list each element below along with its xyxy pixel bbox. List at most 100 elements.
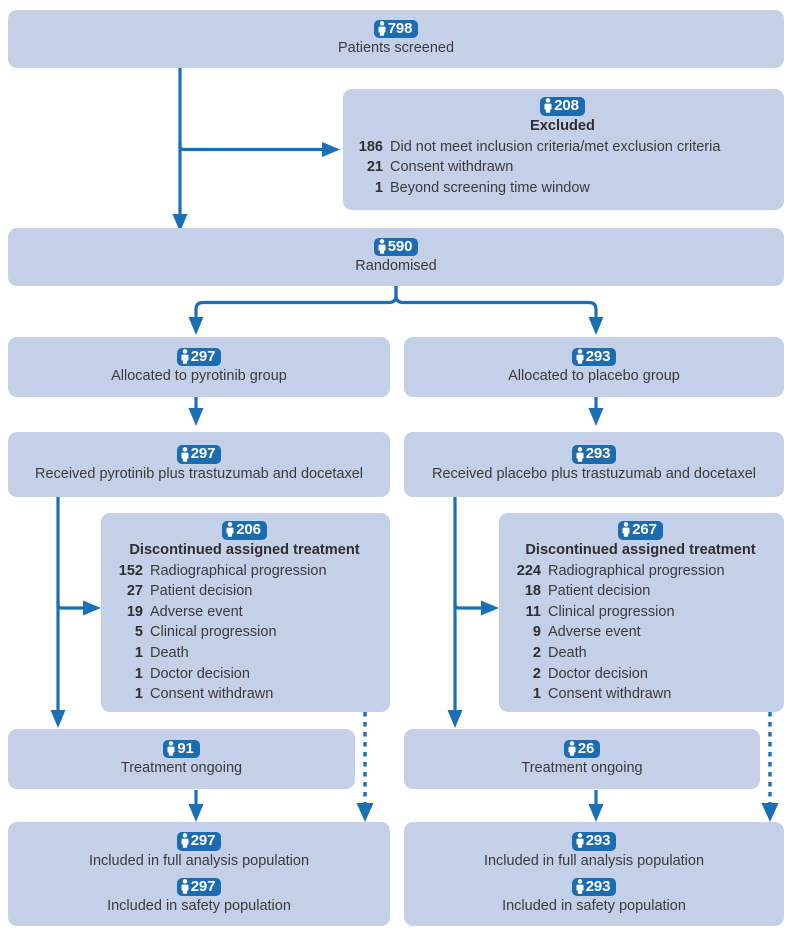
ongoing-pyrotinib-label: Treatment ongoing <box>120 760 243 777</box>
fas-placebo-count: 293 <box>585 831 611 849</box>
badge-wrap: 798 <box>8 19 784 39</box>
reason-count: 2 <box>532 665 541 682</box>
patients-screened-count: 798 <box>387 19 413 37</box>
received-placebo-label: Received placebo plus trastuzumab and do… <box>431 465 757 482</box>
patients-screened-label: Patients screened <box>337 40 455 57</box>
badge-wrap: 297 <box>8 831 390 851</box>
reason-count: 1 <box>134 665 143 682</box>
badge-wrap: 293 <box>404 347 784 367</box>
patients-screened-badge: 798 <box>373 19 419 39</box>
node-excluded: 208 Excluded 186 Did not meet inclusion … <box>343 89 784 210</box>
node-discontinued-placebo: 267 Discontinued assigned treatment 224 … <box>499 513 784 712</box>
fas-pyrotinib-label: Included in full analysis population <box>88 852 310 869</box>
discontinued-pyrotinib-title: Discontinued assigned treatment <box>129 541 360 558</box>
reason-count: 18 <box>524 583 541 600</box>
reason-count: 5 <box>134 624 143 641</box>
discontinued-placebo-count: 267 <box>632 521 657 538</box>
reason-text: Adverse event <box>150 603 243 620</box>
reason-text: Clinical progression <box>150 624 277 641</box>
reason-text: Patient decision <box>548 583 651 600</box>
person-icon <box>576 879 584 894</box>
node-patients-screened: 798 Patients screened <box>8 10 784 68</box>
person-icon <box>181 446 189 462</box>
node-treatment-ongoing-placebo: 26 Treatment ongoing <box>404 729 760 789</box>
reason-count: 152 <box>118 562 143 579</box>
received-placebo-count: 293 <box>585 445 611 463</box>
reason-count: 27 <box>126 583 143 600</box>
safety-placebo-badge: 293 <box>571 877 617 897</box>
fas-placebo-badge: 293 <box>571 831 617 851</box>
list-item: 1 Consent withdrawn <box>109 684 380 705</box>
excluded-title: Excluded <box>530 117 595 134</box>
ongoing-pyrotinib-count: 91 <box>177 739 194 757</box>
list-item: 152 Radiographical progression <box>109 561 380 582</box>
excluded-badge: 208 <box>540 97 585 116</box>
person-icon <box>181 349 189 364</box>
reason-text: Consent withdrawn <box>548 686 672 703</box>
person-icon <box>226 522 234 538</box>
allocated-placebo-badge: 293 <box>571 347 617 367</box>
list-item: 1 Consent withdrawn <box>507 684 774 705</box>
badge-wrap: 293 <box>404 877 784 897</box>
discontinued-pyrotinib-count: 206 <box>236 521 261 538</box>
list-item: 2 Doctor decision <box>507 664 774 685</box>
badge-wrap: 293 <box>404 831 784 851</box>
reason-count: 1 <box>134 645 143 662</box>
reason-text: Adverse event <box>548 624 641 641</box>
node-analysis-populations-placebo: 293 Included in full analysis population… <box>404 822 784 926</box>
reason-text: Radiographical progression <box>150 562 327 579</box>
list-item: 1 Death <box>109 643 380 664</box>
list-item: 1 Beyond screening time window <box>351 178 774 199</box>
allocated-placebo-label: Allocated to placebo group <box>508 368 680 385</box>
reason-text: Death <box>150 645 189 662</box>
badge-wrap: 26 <box>404 739 760 759</box>
safety-pyrotinib-badge: 297 <box>176 877 222 897</box>
reason-count: 224 <box>516 562 541 579</box>
allocated-placebo-count: 293 <box>585 347 611 365</box>
node-treatment-ongoing-pyrotinib: 91 Treatment ongoing <box>8 729 355 789</box>
person-icon <box>378 21 386 36</box>
randomised-badge: 590 <box>373 237 419 257</box>
reason-text: Did not meet inclusion criteria/met excl… <box>390 138 721 155</box>
list-item: 19 Adverse event <box>109 602 380 623</box>
person-icon <box>576 446 584 462</box>
node-received-pyrotinib: 297 Received pyrotinib plus trastuzumab … <box>8 432 390 497</box>
node-allocated-placebo: 293 Allocated to placebo group <box>404 337 784 397</box>
reason-count: 11 <box>525 603 541 620</box>
reason-text: Patient decision <box>150 583 253 600</box>
discontinued-placebo-reason-list: 224 Radiographical progression 18 Patien… <box>507 561 774 705</box>
allocated-pyrotinib-count: 297 <box>190 347 216 365</box>
excluded-reason-list: 186 Did not meet inclusion criteria/met … <box>351 137 774 199</box>
reason-count: 2 <box>532 645 541 662</box>
list-item: 5 Clinical progression <box>109 622 380 643</box>
discontinued-pyrotinib-badge: 206 <box>222 521 267 540</box>
person-icon <box>622 522 630 538</box>
ongoing-placebo-label: Treatment ongoing <box>521 760 643 777</box>
safety-placebo-count: 293 <box>585 877 611 895</box>
badge-wrap: 206 <box>109 521 380 540</box>
reason-count: 9 <box>532 624 541 641</box>
list-item: 186 Did not meet inclusion criteria/met … <box>351 137 774 158</box>
node-discontinued-pyrotinib: 206 Discontinued assigned treatment 152 … <box>101 513 390 712</box>
person-icon <box>181 879 189 894</box>
person-icon <box>568 741 576 756</box>
person-icon <box>576 349 584 364</box>
received-pyrotinib-badge: 297 <box>176 445 222 464</box>
discontinued-placebo-title: Discontinued assigned treatment <box>525 541 756 558</box>
badge-wrap: 293 <box>404 445 784 464</box>
discontinued-pyrotinib-reason-list: 152 Radiographical progression 27 Patien… <box>109 561 380 705</box>
reason-count: 1 <box>532 686 541 703</box>
list-item: 1 Doctor decision <box>109 664 380 685</box>
received-pyrotinib-count: 297 <box>190 445 216 463</box>
received-pyrotinib-label: Received pyrotinib plus trastuzumab and … <box>34 465 364 482</box>
badge-wrap: 297 <box>8 877 390 897</box>
reason-text: Beyond screening time window <box>390 179 590 196</box>
badge-wrap: 208 <box>351 97 774 116</box>
list-item: 9 Adverse event <box>507 622 774 643</box>
list-item: 18 Patient decision <box>507 581 774 602</box>
allocated-pyrotinib-badge: 297 <box>176 347 222 367</box>
